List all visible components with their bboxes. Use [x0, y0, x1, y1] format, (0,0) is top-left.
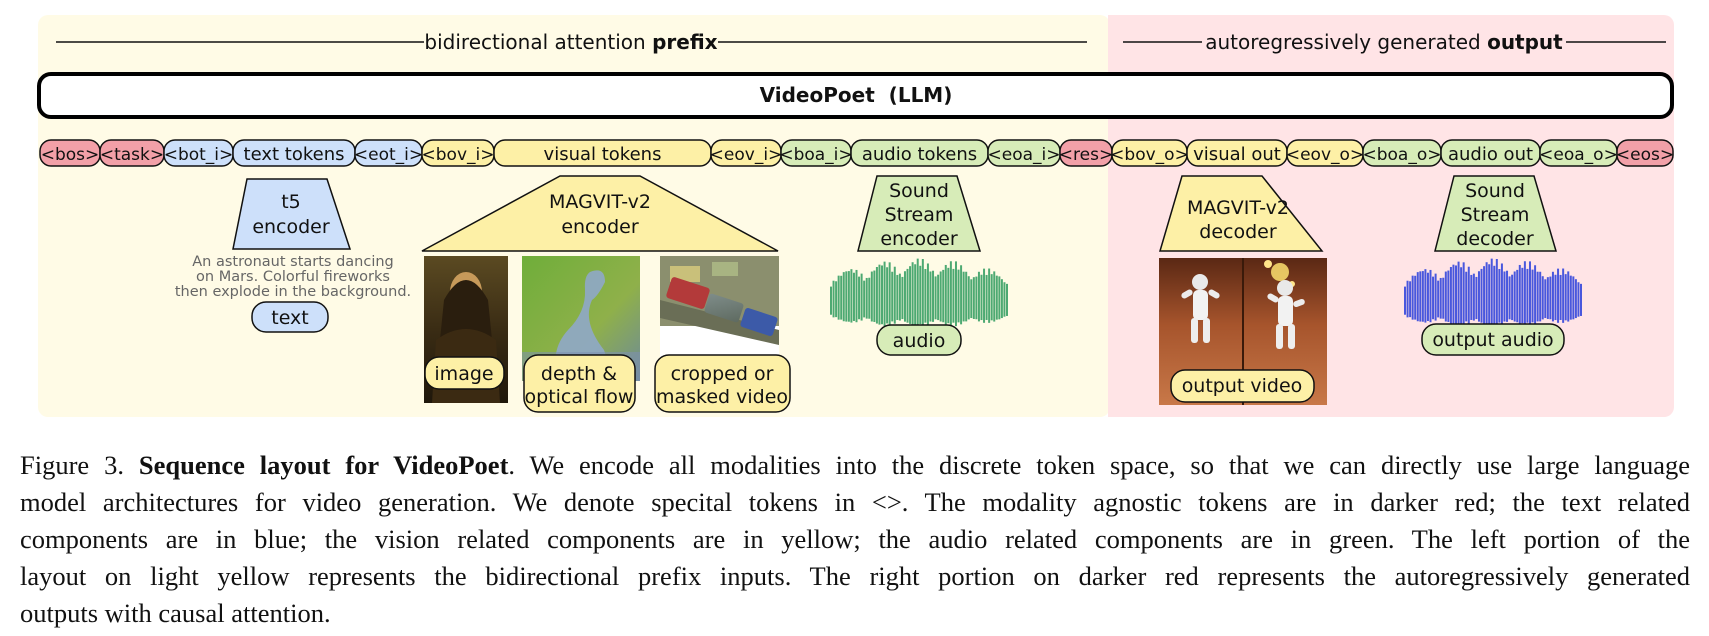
soundstream-encoder-label-3: encoder	[880, 228, 958, 250]
token-label: <boa_o>	[1363, 145, 1442, 165]
soundstream-decoder-shape	[1434, 175, 1558, 252]
token-label: <eos>	[1616, 145, 1674, 165]
caption-line-1: Figure 3. Sequence layout for VideoPoet.…	[20, 447, 1690, 484]
magvit-decoder-label-2: decoder	[1199, 221, 1277, 243]
image-input-pill	[424, 356, 505, 390]
llm-label: VideoPoet (LLM)	[760, 83, 953, 107]
cropped-input-pill	[654, 354, 791, 413]
magvit-decoder-label-1: MAGVIT-v2	[1187, 197, 1289, 219]
audio-input-pill	[876, 324, 962, 356]
caption-line-2: model architectures for video generation…	[20, 487, 1690, 517]
output-video-pill	[1170, 369, 1315, 403]
soundstream-decoder-label-2: Stream	[1461, 204, 1530, 226]
soundstream-encoder-label-2: Stream	[885, 204, 954, 226]
prompt-text-3: then explode in the background.	[175, 284, 411, 300]
token-label: text tokens	[244, 144, 345, 165]
magvit-decoder-shape	[1158, 175, 1324, 252]
depth-input-pill	[523, 354, 636, 413]
token-label: <eov_o>	[1286, 145, 1364, 165]
soundstream-encoder-shape	[857, 175, 982, 252]
token-row: <bos><task><bot_i>text tokens<eot_i><bov…	[39, 139, 1674, 167]
token-label: audio out	[1448, 144, 1533, 165]
t5-encoder-label-1: t5	[281, 191, 301, 213]
output-label: autoregressively generated output	[1205, 30, 1563, 54]
soundstream-decoder-label-3: decoder	[1456, 228, 1534, 250]
figure-caption: Figure 3. Sequence layout for VideoPoet.…	[20, 447, 1690, 632]
caption-title: Sequence layout for VideoPoet	[138, 450, 509, 480]
output-video-label: output video	[1182, 375, 1303, 397]
prefix-label: bidirectional attention prefix	[424, 30, 717, 54]
t5-encoder-shape	[232, 178, 352, 250]
output-audio-label: output audio	[1432, 329, 1553, 351]
audio-input-label: audio	[893, 330, 946, 352]
caption-line-1-rest: . We encode all modalities into the disc…	[508, 450, 1691, 480]
token-label: <eov_i>	[710, 145, 783, 165]
output-audio-waveform	[1404, 258, 1582, 328]
token-label: audio tokens	[862, 144, 977, 165]
image-input-label: image	[434, 363, 493, 385]
token-box	[1616, 139, 1674, 167]
caption-line-4: layout on light yellow represents the bi…	[20, 561, 1690, 591]
magvit-encoder-label-2: encoder	[561, 216, 639, 238]
token-label: <eoa_i>	[988, 145, 1061, 165]
t5-encoder-label-2: encoder	[252, 216, 330, 238]
caption-line-5: outputs with causal attention.	[20, 598, 331, 628]
text-input-pill	[251, 301, 329, 333]
caption-figure-label: Figure 3.	[20, 450, 124, 480]
depth-input-label-1: depth &	[541, 363, 617, 385]
token-label: <boa_i>	[779, 145, 852, 165]
magvit-encoder-label-1: MAGVIT-v2	[549, 191, 651, 213]
output-audio-pill	[1421, 323, 1565, 356]
soundstream-decoder-label-1: Sound	[1465, 180, 1525, 202]
soundstream-encoder-label-1: Sound	[889, 180, 949, 202]
token-label: visual out	[1193, 144, 1281, 165]
llm-box	[37, 72, 1674, 119]
token-label: visual tokens	[544, 144, 662, 165]
prompt-text-2: on Mars. Colorful fireworks	[196, 269, 390, 285]
token-label: <task>	[100, 145, 164, 165]
token-label: <res>	[1059, 145, 1113, 165]
token-label: <eot_i>	[354, 145, 423, 165]
token-label: <bov_i>	[422, 145, 495, 165]
audio-waveform	[830, 258, 1008, 328]
magvit-encoder-shape	[421, 175, 779, 252]
token-label: <bot_i>	[164, 145, 234, 165]
token-label: <bov_o>	[1110, 145, 1189, 165]
caption-line-3: components are in blue; the vision relat…	[20, 524, 1690, 554]
train-video-image	[660, 256, 779, 381]
token-label: <eoa_o>	[1539, 145, 1618, 165]
text-input-label: text	[271, 307, 309, 329]
depth-input-label-2: optical flow	[525, 386, 634, 408]
prompt-text-1: An astronaut starts dancing	[192, 254, 394, 270]
videopoet-sequence-diagram: bidirectional attention prefix autoregre…	[37, 15, 1674, 417]
token-label: <bos>	[41, 145, 100, 165]
cropped-input-label-2: masked video	[656, 386, 788, 408]
cropped-input-label-1: cropped or	[671, 363, 774, 385]
